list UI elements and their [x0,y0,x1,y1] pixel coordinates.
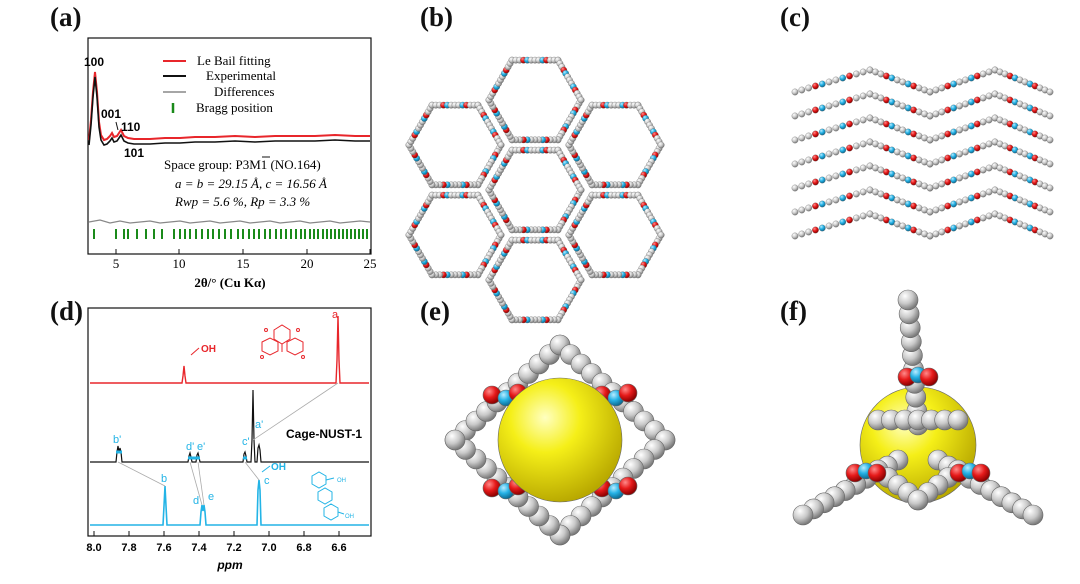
lattice-params: a = b = 29.15 Å, c = 16.56 Å [175,176,327,191]
peak-101: 101 [124,146,144,160]
xrd-tick-10: 10 [173,256,186,271]
nmr-label-a: a [332,309,339,321]
cage-e-structure [444,334,676,546]
nmr-xlabel: ppm [216,558,243,572]
nmr-label-d-prime: d' [186,441,194,453]
zigzag-layers [791,66,1054,240]
nmr-label-a-prime: a' [255,419,263,431]
nmr-label-b: b [161,473,167,485]
nmr-tick-6.8: 6.8 [296,542,311,554]
svg-text:OH: OH [337,478,346,484]
panel-label-e: (e) [420,296,450,326]
svg-text:OH: OH [345,514,354,520]
experimental-curve [88,76,370,146]
nmr-label-b-prime: b' [113,434,121,446]
nmr-frame [87,307,372,537]
xrd-tick-15: 15 [237,256,250,271]
nmr-tick-7.0: 7.0 [261,542,276,554]
panel-label-b: (b) [420,2,453,32]
space-group: Space group: P3M1 (NO.164) [164,157,321,172]
xrd-xlabel: 2θ/° (Cu Kα) [194,275,265,290]
cyan-molecule-icon: OH OH [311,471,354,521]
panel-label-a: (a) [50,2,82,32]
legend-bragg: Bragg position [196,100,273,115]
cage-f-structure [792,289,1044,526]
differences-curve [88,219,371,224]
nmr-tick-8.0: 8.0 [86,542,101,554]
panel-label-d: (d) [50,296,83,326]
nmr-label-d: d [193,495,199,507]
xrd-frame [87,37,372,255]
r-factors: Rwp = 5.6 %, Rp = 3.3 % [174,194,310,209]
legend-lebail: Le Bail fitting [197,53,271,68]
red-molecule-icon [260,324,305,359]
legend-experimental: Experimental [206,68,276,83]
nmr-spectrum-top [90,315,369,384]
nmr-spectrum-middle [90,389,369,463]
xrd-tick-25: 25 [364,256,377,271]
nmr-tick-7.2: 7.2 [226,542,241,554]
nmr-label-oh-top: OH [201,344,216,355]
nmr-tick-7.8: 7.8 [121,542,136,554]
peak-001: 001 [101,107,121,121]
peak-110: 110 [121,120,141,134]
xrd-plot: 5 10 15 20 25 2θ/° (Cu Kα) 100 001 110 1… [84,37,377,290]
nmr-label-e: e [208,491,214,503]
nmr-label-c: c [264,475,270,487]
nmr-label-oh-bottom: OH [271,462,286,473]
legend-differences: Differences [214,84,274,99]
nmr-label-c-prime: c' [242,436,250,448]
nmr-label-cage: Cage-NUST-1 [286,427,362,441]
peak-100: 100 [84,55,104,69]
nmr-plot: 8.0 7.8 7.6 7.4 7.2 7.0 6.8 6.6 ppm OH a… [86,307,372,572]
nmr-tick-7.6: 7.6 [156,542,171,554]
panel-label-f: (f) [780,296,807,326]
panel-label-c: (c) [780,2,810,32]
nmr-tick-6.6: 6.6 [331,542,346,554]
nmr-tick-7.4: 7.4 [191,542,207,554]
xrd-tick-5: 5 [113,256,120,271]
honeycomb-structure [405,56,665,324]
nmr-label-e-prime: e' [197,441,205,453]
bragg-ticks [93,229,368,239]
xrd-tick-20: 20 [301,256,314,271]
